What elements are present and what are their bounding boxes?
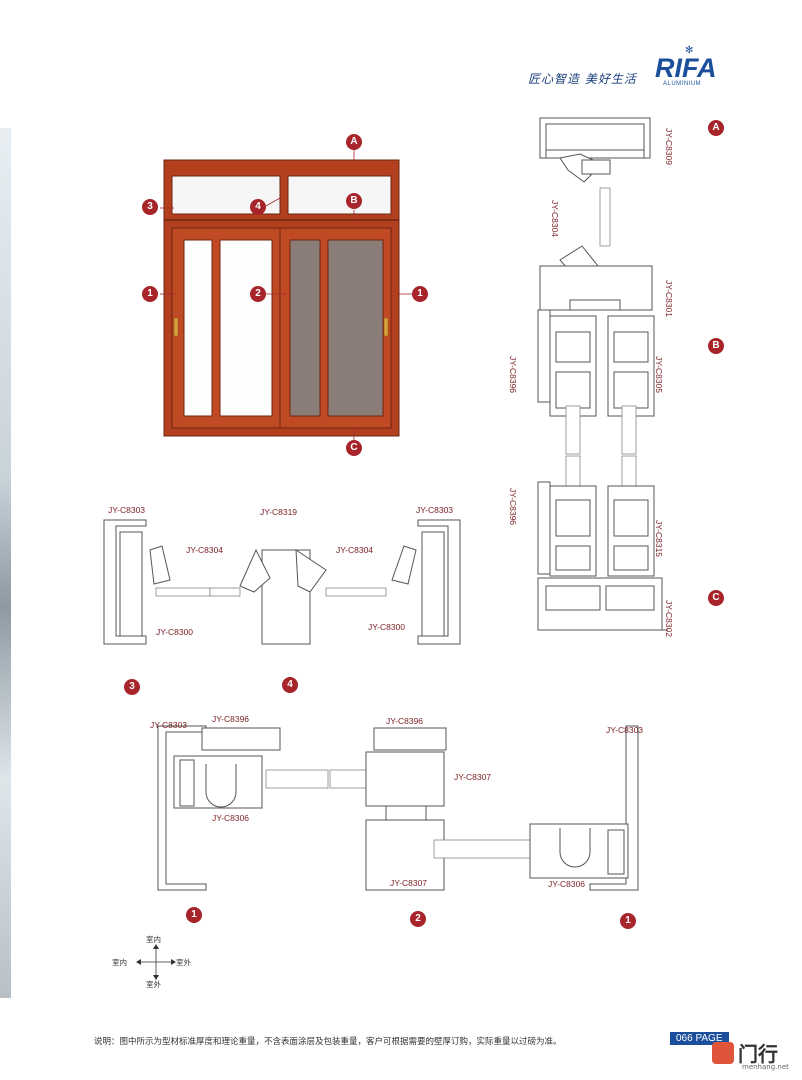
marker-C: C xyxy=(346,440,362,456)
logo-star-icon: ✻ xyxy=(685,45,694,56)
marker-1-bottom-left: 1 xyxy=(186,907,202,923)
code-A-top: JY-C8309 xyxy=(664,128,674,166)
marker-3: 3 xyxy=(142,199,158,215)
s1-right-code-306: JY-C8306 xyxy=(548,879,586,889)
brand-name: RIFA xyxy=(655,53,717,83)
code-C-left: JY-C8396 xyxy=(508,488,518,526)
window-elevation xyxy=(160,146,412,440)
marker-3-bottom: 3 xyxy=(124,679,140,695)
code-B-right: JY-C8305 xyxy=(654,356,664,394)
s1-left-code-396: JY-C8396 xyxy=(212,714,250,724)
watermark-url: menhang.net xyxy=(742,1063,789,1071)
marker-2: 2 xyxy=(250,286,266,302)
marker-A: A xyxy=(346,134,362,150)
s3-code-top: JY-C8303 xyxy=(108,505,146,515)
page-number: 066 PAGE xyxy=(670,1032,729,1045)
s2-code-307-bottom: JY-C8307 xyxy=(390,878,428,888)
right-marker-B: B xyxy=(708,338,724,354)
code-C-bottom: JY-C8302 xyxy=(664,600,674,638)
s4-code-top: JY-C8319 xyxy=(260,507,298,517)
right-marker-C: C xyxy=(708,590,724,606)
s3-code-mid: JY-C8304 xyxy=(186,545,224,555)
code-C-right: JY-C8315 xyxy=(654,520,664,558)
vertical-section-drawing xyxy=(537,117,668,631)
orientation-top: 室内 xyxy=(146,935,161,944)
s2-code-307-top: JY-C8307 xyxy=(454,772,492,782)
watermark-logo-icon xyxy=(712,1042,734,1064)
compass-arrows-icon xyxy=(136,944,176,980)
marker-4: 4 xyxy=(250,199,266,215)
marker-1-left: 1 xyxy=(142,286,158,302)
brand-logo: ✻ RIFA ALUMINIUM xyxy=(655,45,739,91)
brand-sub: ALUMINIUM xyxy=(663,81,702,87)
marker-1-bottom-right: 1 xyxy=(620,913,636,929)
sash-section-drawing xyxy=(157,725,639,891)
marker-B: B xyxy=(346,193,362,209)
left-photo-strip xyxy=(0,128,11,998)
screen-panel xyxy=(289,239,321,417)
s1-left-code-top: JY-C8303 xyxy=(150,720,188,730)
code-B-top: JY-C8301 xyxy=(664,280,674,318)
right-marker-A: A xyxy=(708,120,724,136)
orientation-left: 室内 xyxy=(112,958,127,967)
footer-note: 说明：图中所示为型材标准厚度和理论重量，不含表面涂层及包装重量，客户可根据需要的… xyxy=(94,1037,562,1047)
screen-panel-2 xyxy=(327,239,384,417)
s3-right-code-bottom: JY-C8300 xyxy=(368,622,406,632)
transom-section-drawing xyxy=(103,519,461,645)
marker-4-bottom: 4 xyxy=(282,677,298,693)
code-B-left: JY-C8396 xyxy=(508,356,518,394)
s4-code-right: JY-C8304 xyxy=(336,545,374,555)
code-A-mid: JY-C8304 xyxy=(550,200,560,238)
watermark: 门行 menhang.net xyxy=(712,1038,798,1074)
transom-right-glass xyxy=(287,175,392,215)
orientation-bottom: 室外 xyxy=(146,980,161,989)
left-sash-glass xyxy=(183,239,213,417)
s1-left-code-306: JY-C8306 xyxy=(212,813,250,823)
left-sash-glass-2 xyxy=(219,239,273,417)
s1-right-code-top: JY-C8303 xyxy=(606,725,644,735)
header-slogan: 匠心智造 美好生活 xyxy=(528,72,637,86)
watermark-text: 门行 xyxy=(738,1042,778,1066)
orientation-right: 室外 xyxy=(176,958,191,967)
s3-right-code-top: JY-C8303 xyxy=(416,505,454,515)
s3-code-bottom: JY-C8300 xyxy=(156,627,194,637)
marker-1-right: 1 xyxy=(412,286,428,302)
s2-code-396: JY-C8396 xyxy=(386,716,424,726)
orientation-compass: 室内 室内 室外 室外 xyxy=(112,934,202,990)
marker-2-bottom: 2 xyxy=(410,911,426,927)
